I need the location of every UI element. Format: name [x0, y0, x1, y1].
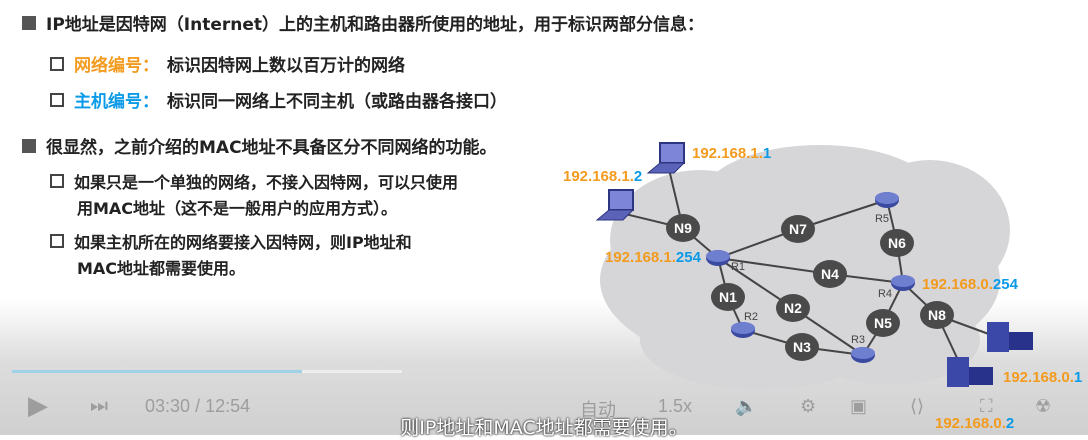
- svg-text:R2: R2: [744, 311, 758, 323]
- router-r3: R3: [851, 334, 875, 363]
- ip-host-1: 192.168.1.1: [692, 145, 772, 162]
- ip-router-r4: 192.168.0.254: [922, 276, 1018, 293]
- network-id-label: 网络编号：: [74, 56, 159, 76]
- fullscreen-web-icon[interactable]: ⛶: [980, 396, 993, 416]
- line-2: 用MAC地址（这不是一般用户的应用方式）。: [77, 199, 398, 218]
- network-cloud-n1: N1: [711, 283, 745, 311]
- sub-bullet-both-needed: 如果主机所在的网络要接入因特网，则IP地址和 MAC地址都需要使用。: [50, 230, 412, 282]
- svg-text:R3: R3: [851, 334, 865, 346]
- bullet-square-icon: [22, 15, 36, 30]
- progress-fill: [12, 370, 302, 373]
- host-id-label: 主机编号：: [74, 92, 159, 112]
- network-cloud-n2: N2: [776, 294, 810, 322]
- checkbox-square-icon: [50, 174, 64, 188]
- time-separator: /: [195, 396, 201, 416]
- network-cloud-n6: N6: [880, 229, 914, 257]
- router-r1: R1: [706, 250, 745, 273]
- svg-text:N3: N3: [793, 339, 811, 355]
- svg-text:N1: N1: [719, 289, 737, 305]
- progress-bar[interactable]: [12, 370, 402, 373]
- line-1: 如果只是一个单独的网络，不接入因特网，可以只使用: [74, 173, 459, 192]
- duration: 12:54: [205, 396, 251, 416]
- laptop-host-1-icon: [646, 142, 686, 174]
- sub-bullet-host-id: 主机编号： 标识同一网络上不同主机（或路由器各接口）: [50, 87, 507, 112]
- svg-text:N4: N4: [821, 266, 839, 282]
- svg-text:R4: R4: [878, 288, 892, 300]
- bullet-square-icon: [22, 138, 36, 153]
- sub-bullet-mac-only: 如果只是一个单独的网络，不接入因特网，可以只使用用MAC地址（这不是一般用户的应…: [50, 170, 458, 222]
- desktop-host-3-icon: [987, 322, 1033, 352]
- ip-router-r1: 192.168.1.254: [605, 249, 701, 266]
- network-cloud-n5: N5: [866, 309, 900, 337]
- link-line: [717, 257, 831, 275]
- bullet-mac-limitation: 很显然，之前介绍的MAC地址不具备区分不同网络的功能。: [22, 133, 497, 158]
- svg-text:N7: N7: [789, 221, 807, 237]
- network-id-text: 标识因特网上数以百万计的网络: [167, 56, 405, 76]
- fullscreen-icon[interactable]: ☢: [1035, 396, 1052, 416]
- widescreen-icon[interactable]: ⟨⟩: [910, 396, 925, 416]
- ip-host-2: 192.168.1.2: [563, 168, 643, 185]
- checkbox-square-icon: [50, 92, 64, 107]
- settings-gear-icon[interactable]: ⚙: [800, 396, 817, 416]
- ip-host-3: 192.168.0.1: [1003, 369, 1083, 386]
- line-1: 如果主机所在的网络要接入因特网，则IP地址和: [74, 233, 412, 252]
- line-2: MAC地址都需要使用。: [77, 259, 246, 278]
- svg-text:R1: R1: [731, 261, 745, 273]
- time-display: 03:30 / 12:54: [145, 396, 250, 417]
- bullet-ip-definition: IP地址是因特网（Internet）上的主机和路由器所使用的地址，用于标识两部分…: [22, 10, 704, 35]
- bullet-text: 很显然，之前介绍的MAC地址不具备区分不同网络的功能。: [46, 138, 497, 158]
- router-r4: R4: [878, 275, 915, 300]
- quality-button[interactable]: 自动: [580, 400, 616, 420]
- svg-text:N9: N9: [674, 220, 692, 236]
- speed-button[interactable]: 1.5x: [658, 396, 693, 416]
- network-cloud-n8: N8: [920, 301, 954, 329]
- pip-icon[interactable]: ▣: [850, 396, 868, 416]
- play-icon[interactable]: ▶: [28, 390, 48, 420]
- network-cloud-n7: N7: [781, 215, 815, 243]
- laptop-host-2-icon: [595, 189, 635, 221]
- volume-icon[interactable]: 🔈: [735, 396, 758, 416]
- desktop-host-4-icon: [947, 357, 993, 387]
- subtitle-text: 则IP地址和MAC地址都需要使用。: [400, 417, 688, 439]
- network-cloud-n9: N9: [666, 214, 700, 242]
- bullet-text: IP地址是因特网（Internet）上的主机和路由器所使用的地址，用于标识两部分…: [46, 15, 705, 35]
- network-cloud-n3: N3: [785, 333, 819, 361]
- network-cloud-n4: N4: [813, 260, 847, 288]
- ip-host-4: 192.168.0.2: [935, 415, 1015, 432]
- router-r2: R2: [731, 311, 758, 338]
- sub-bullet-network-id: 网络编号： 标识因特网上数以百万计的网络: [50, 51, 405, 76]
- svg-text:R5: R5: [875, 213, 889, 225]
- svg-text:N8: N8: [928, 307, 946, 323]
- checkbox-square-icon: [50, 234, 64, 248]
- svg-text:N5: N5: [874, 315, 892, 331]
- router-r5: R5: [875, 192, 899, 225]
- svg-text:N6: N6: [888, 235, 906, 251]
- checkbox-square-icon: [50, 56, 64, 71]
- host-id-text: 标识同一网络上不同主机（或路由器各接口）: [167, 92, 507, 112]
- svg-text:N2: N2: [784, 300, 802, 316]
- current-time: 03:30: [145, 396, 191, 416]
- next-icon[interactable]: ⏭: [90, 395, 108, 417]
